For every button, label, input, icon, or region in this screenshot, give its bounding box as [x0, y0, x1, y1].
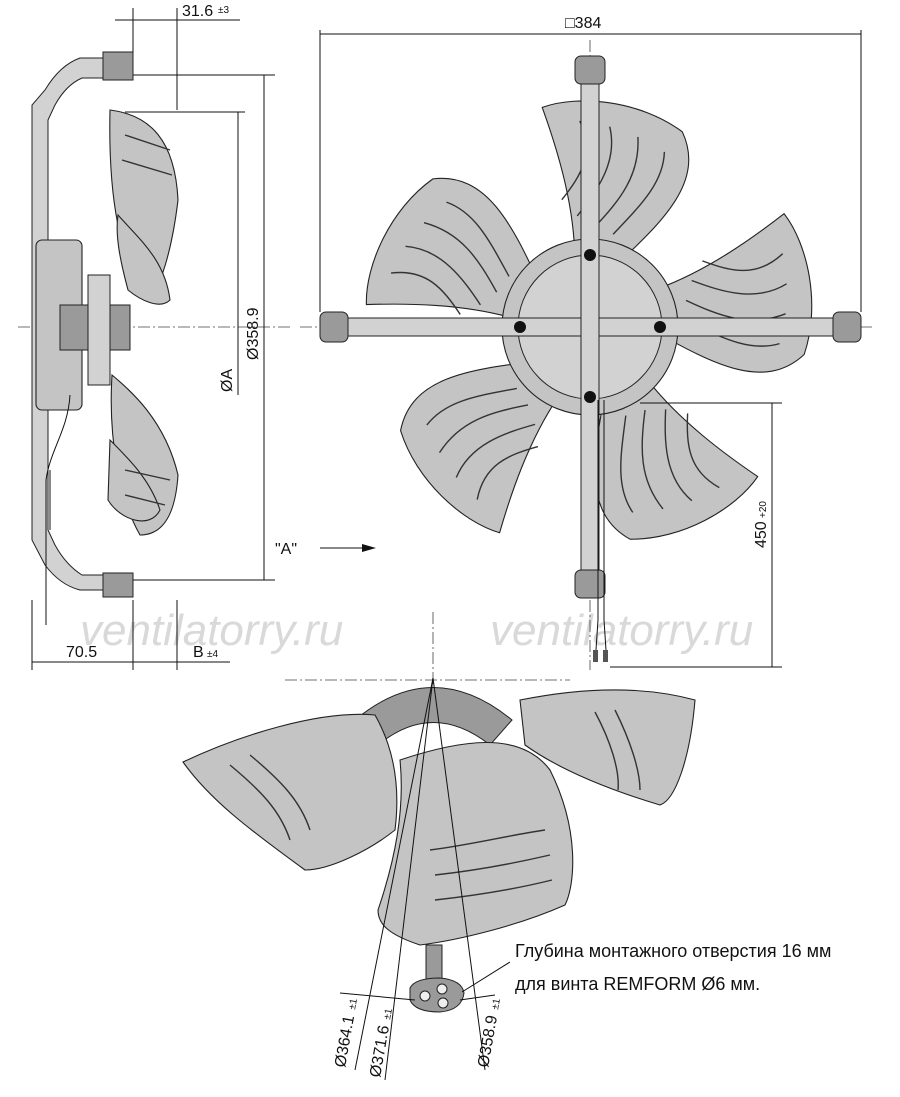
front-foot-top: [574, 55, 606, 85]
note-line-1: Глубина монтажного отверстия 16 мм: [515, 941, 831, 961]
front-bolt-left-icon: [514, 321, 526, 333]
bottom-blade-center: [377, 741, 574, 946]
bottom-blade-left: [182, 713, 398, 871]
front-bolt-right-icon: [654, 321, 666, 333]
dim-358-9-bottom-tol: ±1: [490, 997, 503, 1010]
dim-70-5: 70.5: [66, 644, 97, 661]
dim-364-1: Ø364.1: [332, 1014, 358, 1069]
note-line-2: для винта REMFORM Ø6 мм.: [515, 974, 760, 994]
bottom-blade-right: [519, 689, 696, 806]
bottom-view: Глубина монтажного отверстия 16 мм для в…: [182, 612, 831, 1081]
side-mount-foot-top: [102, 51, 134, 81]
side-mount-foot-bottom: [102, 572, 134, 598]
front-view: □384 450 +20: [300, 15, 875, 670]
dim-450: 450: [753, 521, 770, 548]
dim-31-6-tol: ±3: [218, 5, 229, 16]
front-bolt-bottom-icon: [584, 391, 596, 403]
dim-358-9-side: Ø358.9: [245, 307, 262, 360]
dim-364-1-tol: ±1: [347, 997, 360, 1010]
front-bolt-top-icon: [584, 249, 596, 261]
dim-31-6: 31.6: [182, 3, 213, 20]
side-blade-mid: [116, 213, 171, 305]
front-arm-vertical: [580, 64, 600, 596]
front-foot-right: [832, 311, 862, 343]
watermark-left: ventilatorry.ru: [80, 606, 343, 655]
side-view: 31.6 ±3 Ø358.9 ØA 70.5 B ±4 "A": [18, 3, 376, 670]
dim-371-6-tol: ±1: [382, 1007, 395, 1020]
dim-dia-a: ØA: [219, 369, 236, 392]
bottom-connector: [409, 977, 465, 1013]
front-foot-left: [319, 311, 349, 343]
view-a-label: "A": [275, 541, 297, 558]
front-foot-bottom: [574, 569, 606, 599]
view-a-arrow-icon: [362, 544, 376, 552]
watermark-right: ventilatorry.ru: [490, 606, 753, 655]
dim-b-tol: ±4: [207, 649, 218, 660]
bottom-hub: [354, 687, 513, 746]
dim-450-tol: +20: [758, 501, 769, 518]
side-motor-flange: [87, 274, 111, 386]
dim-b: B: [193, 644, 204, 661]
dim-371-6: Ø371.6: [367, 1024, 393, 1079]
dim-384: □384: [565, 15, 601, 32]
